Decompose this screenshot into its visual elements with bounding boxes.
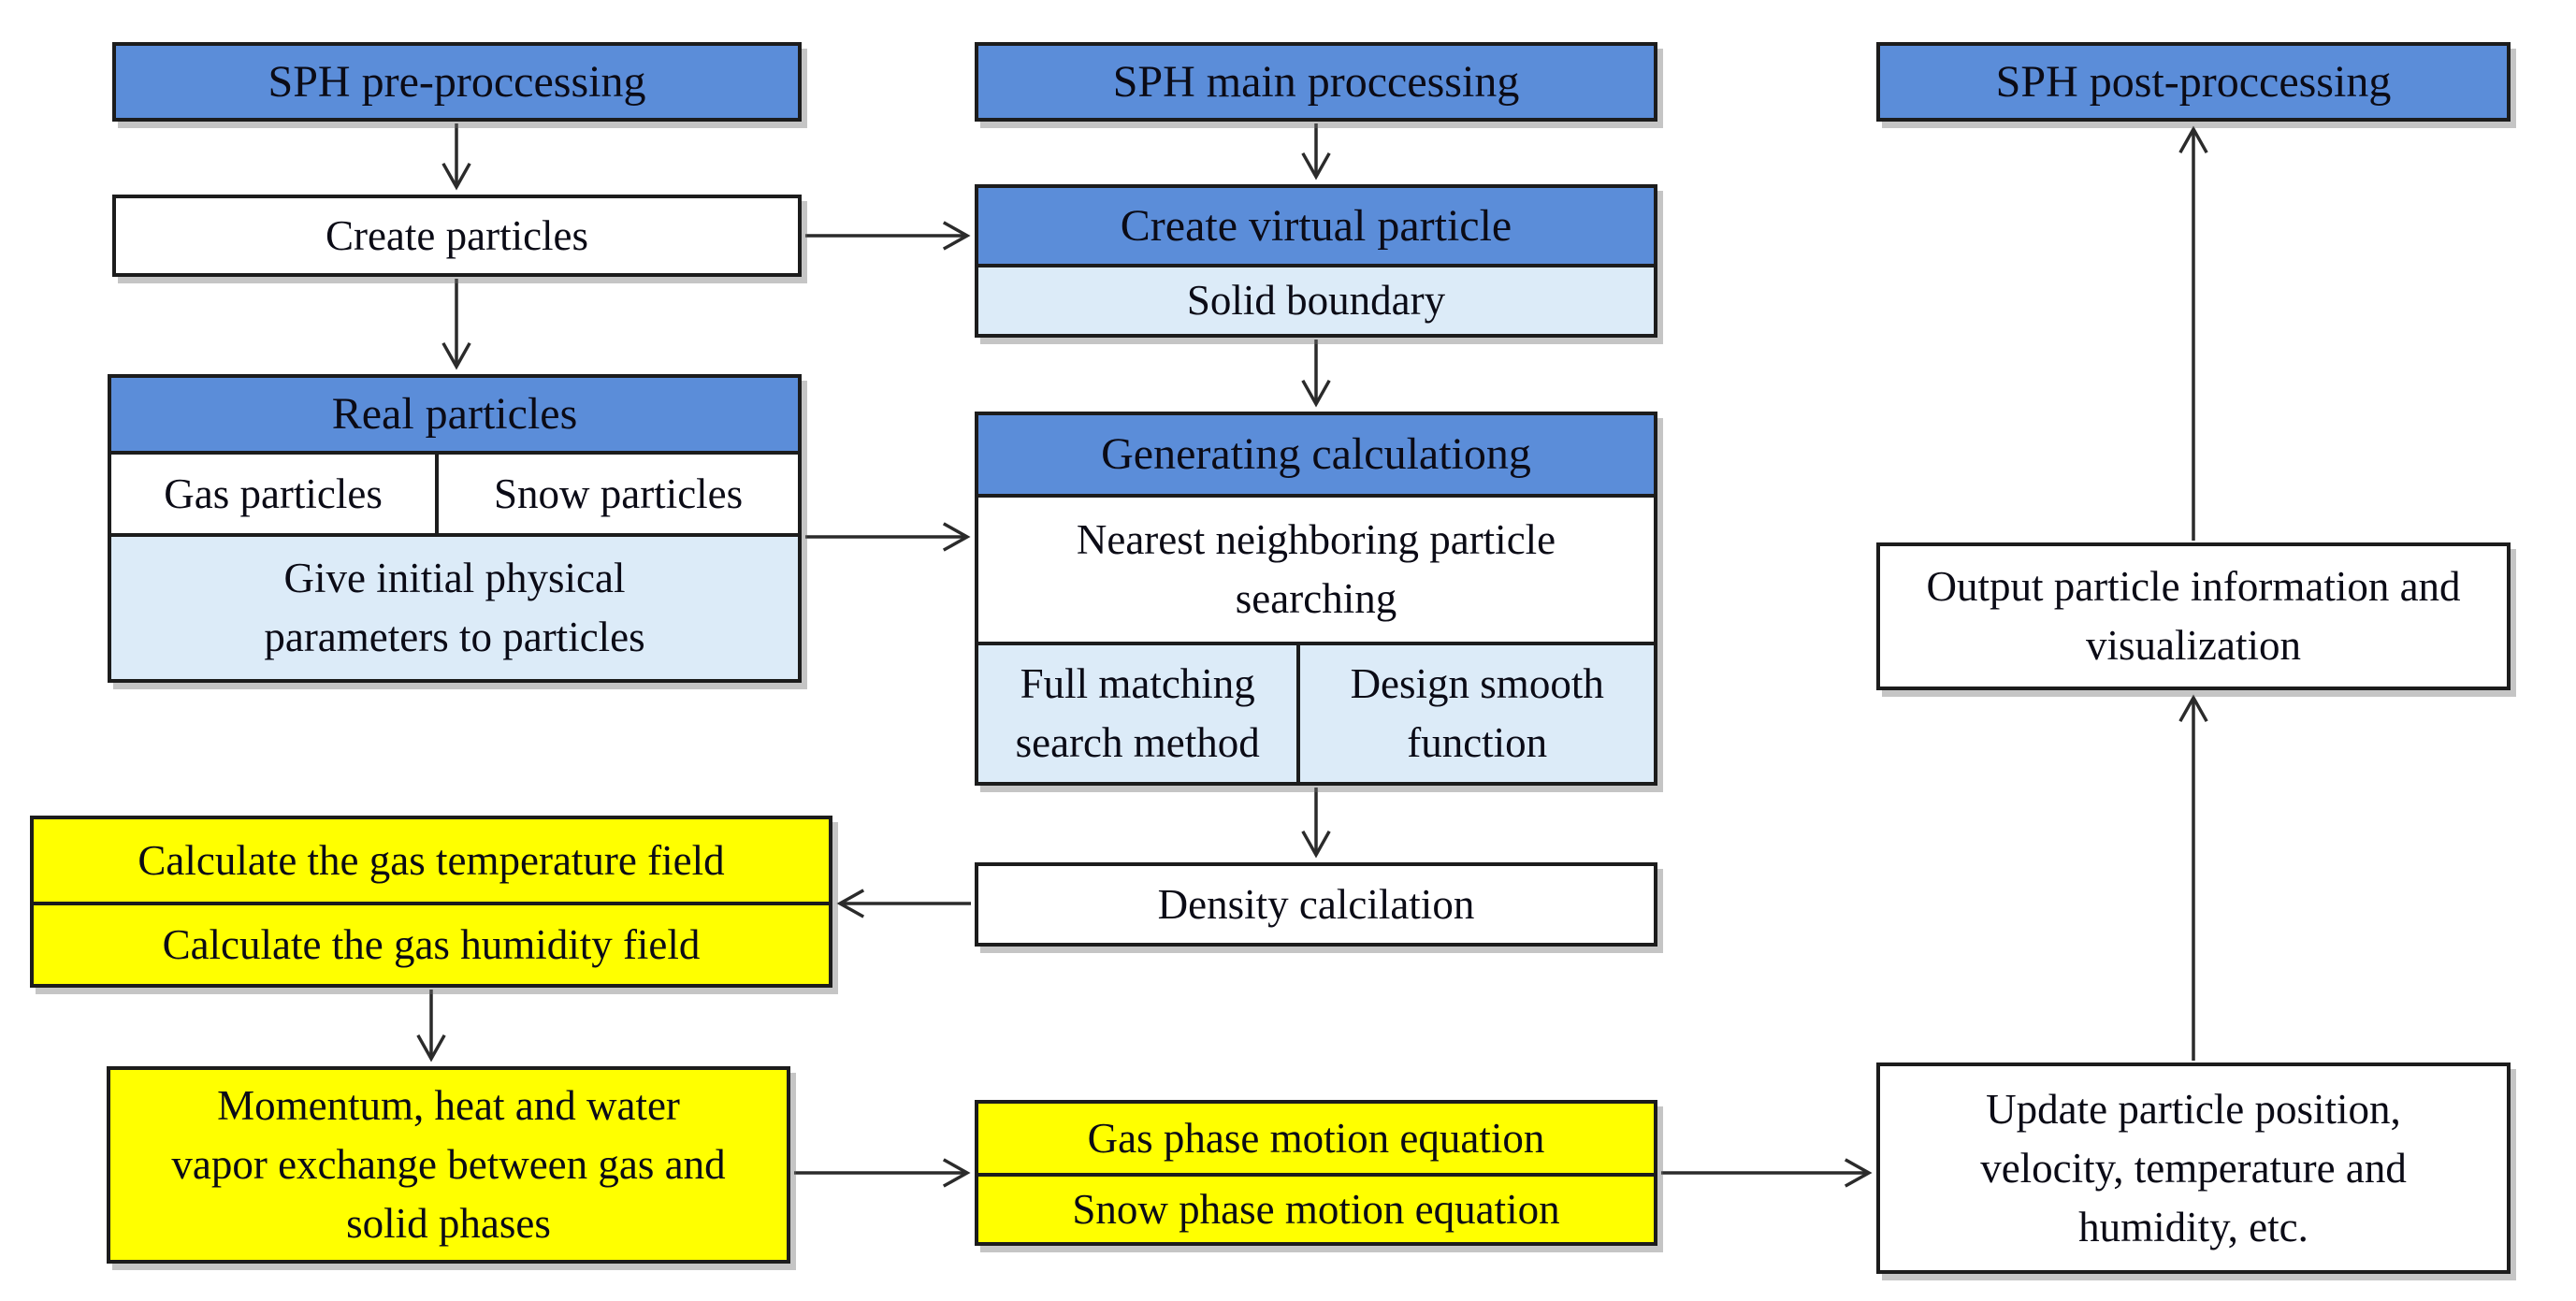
node-sph-post-processing: SPH post-proccessing	[1876, 42, 2511, 122]
node-real-particles-header: Real particles	[111, 378, 798, 455]
node-update-particles: Update particle position, velocity, temp…	[1876, 1062, 2511, 1274]
node-gas-phase-equation: Gas phase motion equation	[978, 1104, 1654, 1177]
node-output-visualization: Output particle information and visualiz…	[1876, 542, 2511, 690]
node-nearest-neighbor-search: Nearest neighboring particle searching	[978, 498, 1654, 645]
node-gas-field-group: Calculate the gas temperature field Calc…	[30, 816, 832, 988]
node-initial-parameters: Give initial physical parameters to part…	[111, 537, 798, 679]
node-sph-main-processing: SPH main proccessing	[975, 42, 1657, 122]
node-momentum-exchange: Momentum, heat and water vapor exchange …	[107, 1066, 790, 1264]
node-sph-pre-processing: SPH pre-proccessing	[112, 42, 802, 122]
node-generating-group: Generating calculationg Nearest neighbor…	[975, 412, 1657, 786]
node-solid-boundary: Solid boundary	[978, 267, 1654, 334]
node-real-particles-group: Real particles Gas particles Snow partic…	[108, 374, 802, 683]
node-motion-equations-group: Gas phase motion equation Snow phase mot…	[975, 1100, 1657, 1246]
node-search-methods-row: Full matching search method Design smoot…	[978, 645, 1654, 782]
node-density-calculation: Density calcilation	[975, 862, 1657, 947]
node-design-smooth-function: Design smooth function	[1350, 660, 1604, 766]
node-snow-particles: Snow particles	[493, 470, 744, 517]
node-generating-calculation-header: Generating calculationg	[978, 415, 1654, 498]
node-snow-phase-equation: Snow phase motion equation	[978, 1177, 1654, 1242]
node-particle-types-row: Gas particles Snow particles	[111, 455, 798, 537]
node-create-particles: Create particles	[112, 195, 802, 277]
node-gas-particles: Gas particles	[111, 455, 440, 533]
node-create-virtual-group: Create virtual particle Solid boundary	[975, 184, 1657, 338]
node-gas-temperature-field: Calculate the gas temperature field	[34, 819, 829, 905]
node-full-matching-search: Full matching search method	[978, 645, 1301, 782]
node-gas-humidity-field: Calculate the gas humidity field	[34, 905, 829, 984]
node-create-virtual-particle: Create virtual particle	[978, 188, 1654, 267]
